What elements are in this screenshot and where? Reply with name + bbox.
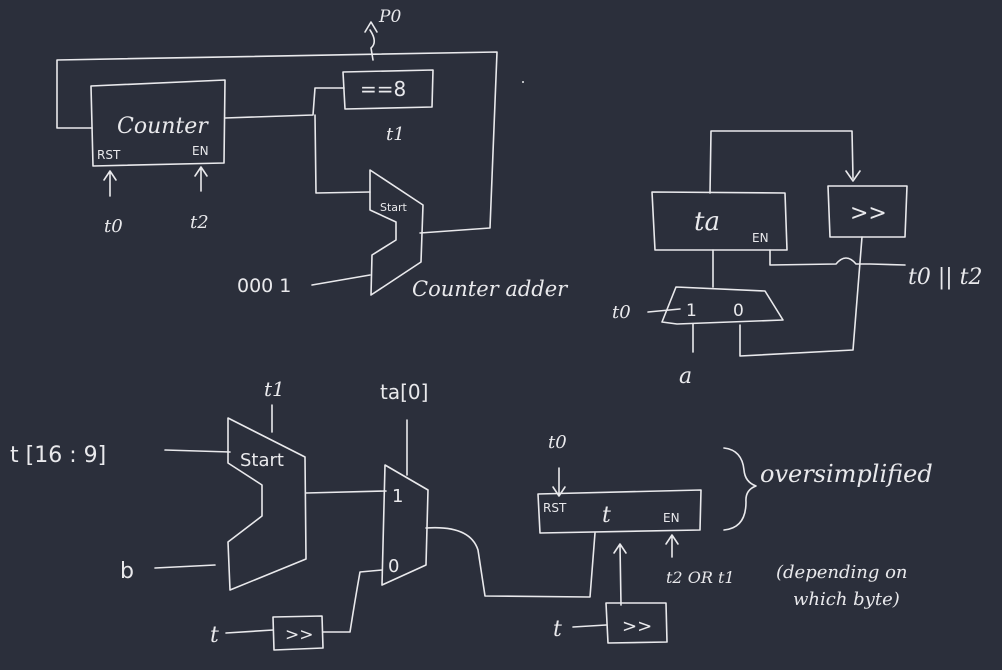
t-register-rst-label: RST: [543, 501, 567, 515]
ta-mux-input-label: a: [679, 364, 692, 389]
adder-caption: Counter adder: [412, 277, 569, 301]
t-mux-shape: [381, 464, 429, 586]
ta-en-wire: [769, 249, 906, 266]
compare-output-label: t1: [386, 124, 405, 145]
oversimplified-brace: [723, 447, 757, 531]
t-register-feedback-arrow: [613, 543, 627, 606]
t-register-en-arrow: [665, 534, 679, 558]
t-adder-bottom-wire: [154, 564, 216, 569]
t-shift-right-input-wire: [572, 624, 607, 628]
t-mux-label-0: 0: [388, 556, 399, 577]
ta-mux-label-1: 1: [686, 301, 697, 321]
ta-to-shift-wire: [709, 130, 861, 194]
counter-adder-shape: [369, 169, 424, 296]
t-adder-top-label: t1: [264, 377, 285, 401]
t-adder-shape: [227, 417, 307, 591]
adder-const-wire: [311, 274, 371, 286]
t-register-en-note-line1: (depending on: [776, 562, 908, 583]
t-shift-left-input-label: t: [210, 623, 219, 648]
t-shift-right-input-label: t: [553, 617, 562, 642]
t-register-en-input-label: t2 OR t1: [666, 568, 735, 587]
ta-shift-box: [827, 185, 908, 238]
t-mux-label-1: 1: [392, 486, 403, 507]
t-shift-left-label: >>: [285, 625, 314, 645]
t-shift-left-box: [272, 615, 324, 651]
counter-rst-label: RST: [97, 148, 121, 162]
en-input-arrow: [194, 166, 208, 192]
ta-en-label: EN: [752, 231, 769, 245]
feedback-loop-wire: [56, 51, 498, 234]
compare-label: ==8: [360, 77, 406, 101]
ta-mux-shape: [661, 286, 784, 325]
t-shift-left-output-wire: [322, 569, 383, 633]
en-input-label: t2: [190, 212, 209, 233]
t-register-en-note-line2: which byte): [793, 589, 900, 610]
t-adder-label: Start: [240, 450, 284, 471]
ta-register-label: ta: [694, 207, 720, 237]
stray-dot: [522, 81, 524, 83]
ta-en-signal-label: t0 || t2: [908, 265, 983, 290]
t-mux-output-wire: [425, 526, 596, 598]
oversimplified-note: oversimplified: [760, 460, 933, 488]
t-block: t1 t [16 : 9] Start b ta[0] 1 0 t >> t0 …: [10, 377, 933, 651]
t-register-box: [537, 489, 702, 534]
t-shift-right-label: >>: [622, 616, 652, 637]
rst-input-label: t0: [104, 216, 123, 237]
t-register-en-label: EN: [663, 511, 680, 525]
rst-input-arrow: [103, 170, 117, 197]
ta-mux-select-label: t0: [612, 302, 631, 323]
ta-shift-output-wire: [739, 236, 863, 357]
adder-const-label: 000 1: [237, 275, 291, 297]
ta-shift-label: >>: [850, 201, 887, 226]
ta-register-box: [651, 191, 788, 251]
counter-en-label: EN: [192, 144, 209, 158]
p0-arrowhead: [364, 21, 378, 33]
compare-box: [342, 69, 434, 110]
p0-output-label: P0: [378, 7, 401, 27]
t-adder-bottom-label: b: [120, 559, 134, 584]
ta-mux-label-0: 0: [733, 301, 744, 321]
t-adder-left-wire: [164, 449, 231, 453]
t-adder-output-wire: [305, 490, 387, 494]
t-shift-right-box: [605, 602, 668, 644]
counter-box: [90, 79, 226, 167]
counter-block: P0 Counter RST EN t0 t2 ==8 t1 Start 000…: [56, 7, 569, 301]
counter-adder-label: Start: [380, 201, 408, 214]
t-register-rst-wire: [552, 467, 566, 497]
ta-block: ta EN >> t0 || t2 1 0 t0 a: [612, 130, 983, 389]
t-mux-select-label: ta[0]: [380, 380, 428, 404]
t-register-label: t: [602, 503, 611, 528]
ta-mux-select-wire: [647, 308, 681, 313]
t-register-rst-input-label: t0: [548, 432, 567, 453]
p0-output-wire: [369, 29, 376, 61]
t-adder-left-label: t [16 : 9]: [10, 443, 106, 468]
counter-output-wire: [224, 87, 371, 194]
counter-label: Counter: [117, 114, 209, 139]
t-shift-left-input-wire: [225, 629, 274, 634]
